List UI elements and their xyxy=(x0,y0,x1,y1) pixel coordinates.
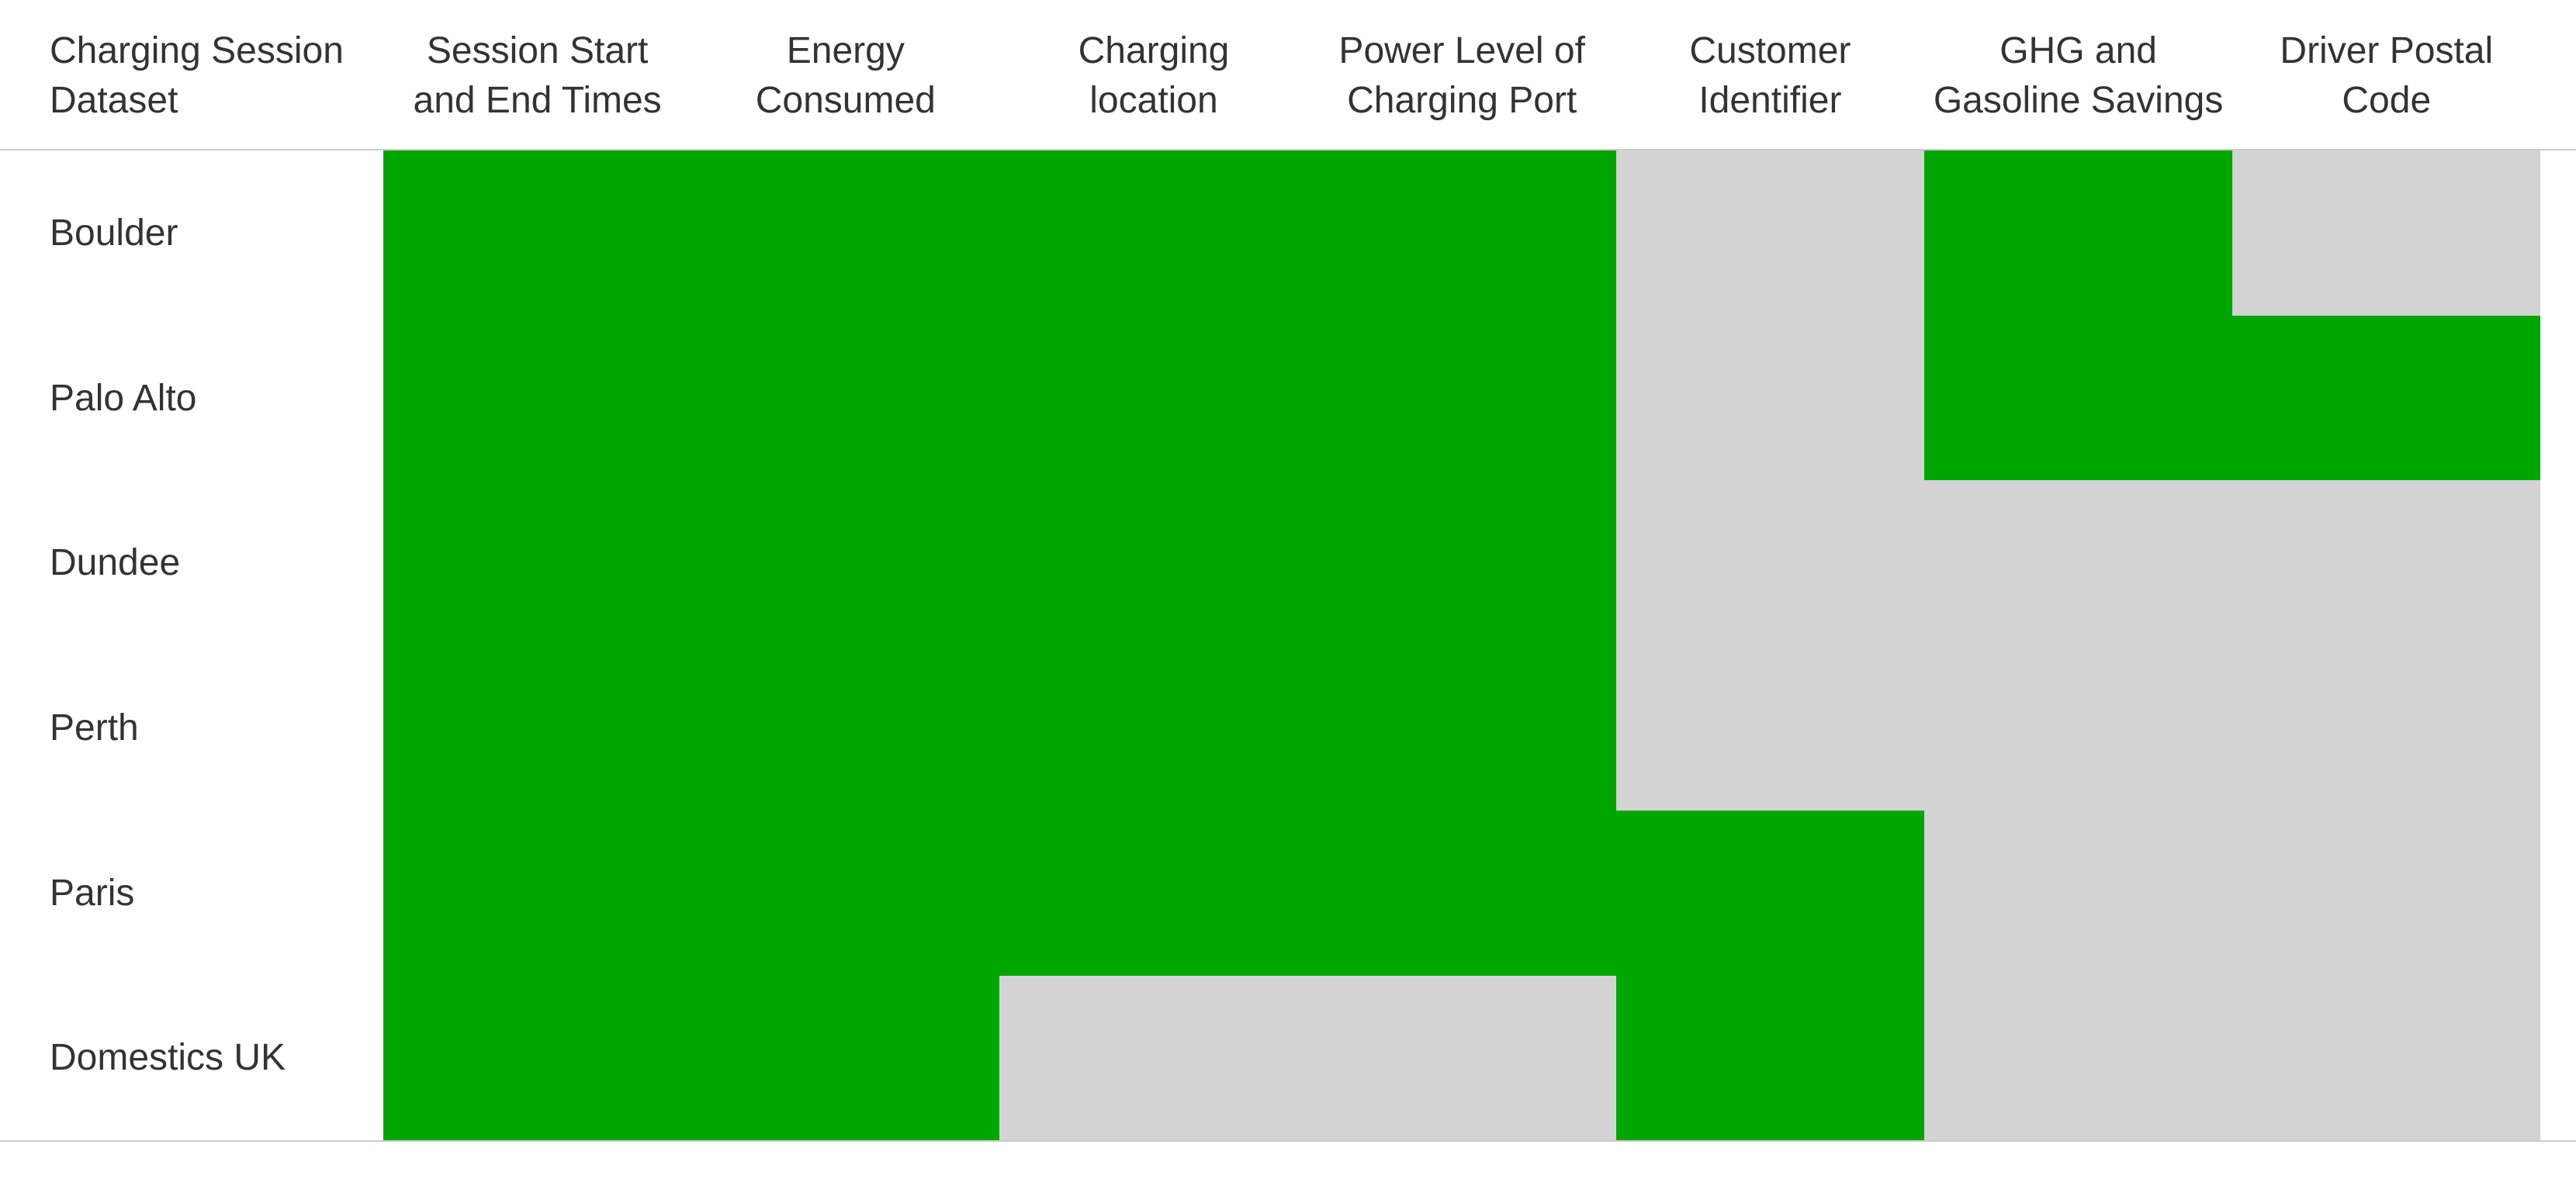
row-label: Palo Alto xyxy=(50,377,197,419)
cell-unavailable xyxy=(1924,811,2232,976)
column-header: Energy Consumed xyxy=(755,30,936,121)
cell-available xyxy=(1308,645,1616,811)
cell-available xyxy=(691,480,999,645)
cell-available xyxy=(691,150,999,316)
cell-unavailable xyxy=(1616,316,1924,480)
cell-unavailable xyxy=(1924,480,2232,645)
cell-available xyxy=(1924,316,2232,480)
cell-available xyxy=(383,150,691,316)
bottom-divider xyxy=(0,1140,2576,1142)
row-label: Perth xyxy=(50,707,139,749)
cell-available xyxy=(999,645,1308,811)
row-label: Dundee xyxy=(50,542,181,584)
cell-available xyxy=(383,316,691,480)
cell-available xyxy=(383,811,691,976)
cell-unavailable xyxy=(2232,150,2540,316)
cell-available xyxy=(383,645,691,811)
cell-available xyxy=(1616,976,1924,1140)
cell-unavailable xyxy=(1308,976,1616,1140)
cell-available xyxy=(1308,316,1616,480)
cell-available xyxy=(1308,811,1616,976)
cell-available xyxy=(691,316,999,480)
cell-available xyxy=(999,150,1308,316)
cell-available xyxy=(1308,480,1616,645)
cell-unavailable xyxy=(1616,480,1924,645)
column-header: Driver Postal Code xyxy=(2280,30,2494,121)
column-header: Power Level of Charging Port xyxy=(1338,30,1585,121)
header-divider xyxy=(0,149,2576,150)
cell-available xyxy=(1924,150,2232,316)
cell-unavailable xyxy=(2232,976,2540,1140)
row-label: Paris xyxy=(50,872,135,914)
cell-available xyxy=(691,811,999,976)
cell-unavailable xyxy=(999,976,1308,1140)
cell-unavailable xyxy=(1924,976,2232,1140)
column-header: Customer Identifier xyxy=(1689,30,1851,121)
cell-available xyxy=(1308,150,1616,316)
row-label: Boulder xyxy=(50,212,178,254)
cell-available xyxy=(383,480,691,645)
cell-unavailable xyxy=(2232,480,2540,645)
cell-available xyxy=(691,976,999,1140)
cell-unavailable xyxy=(1616,150,1924,316)
cell-available xyxy=(999,811,1308,976)
cell-available xyxy=(2232,316,2540,480)
cell-available xyxy=(999,480,1308,645)
cell-unavailable xyxy=(1924,645,2232,811)
corner-header: Charging Session Dataset xyxy=(50,30,344,121)
cell-unavailable xyxy=(2232,811,2540,976)
column-header: GHG and Gasoline Savings xyxy=(1933,30,2224,121)
column-header: Session Start and End Times xyxy=(413,30,662,121)
cell-unavailable xyxy=(1616,645,1924,811)
column-header: Charging location xyxy=(1078,30,1230,121)
cell-available xyxy=(691,645,999,811)
cell-available xyxy=(383,976,691,1140)
cell-unavailable xyxy=(2232,645,2540,811)
row-label: Domestics UK xyxy=(50,1037,286,1079)
cell-available xyxy=(1616,811,1924,976)
cell-available xyxy=(999,316,1308,480)
